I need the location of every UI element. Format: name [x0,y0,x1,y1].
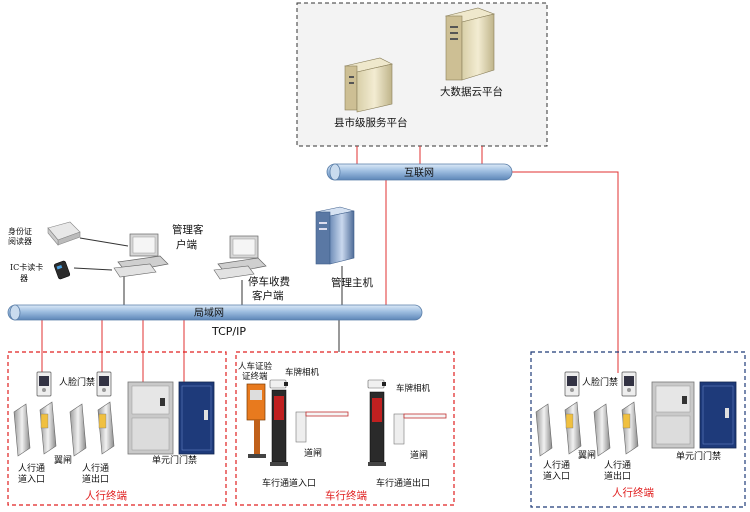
face-terminal-icon [96,371,112,397]
unit-door-steel-icon [127,381,174,455]
parking-client-computer-icon [213,235,267,280]
face-terminal-icon [621,371,637,397]
face-terminal-icon [36,371,52,397]
barrier-gate-icon [295,411,349,443]
wing-gate-icon [69,401,115,457]
wing-gate-icon [13,401,57,457]
plate-camera-icon [269,379,288,389]
internet-pipe: 互联网 [326,163,513,181]
protocol-label: TCP/IP [211,325,246,338]
barrier-label-2: 道闸 [410,449,428,461]
unit-door-blue-icon [178,381,215,455]
plate-pillar-icon [368,391,386,466]
right-entrance-label-2: 道入口 [543,470,570,482]
cloud-platform-box: 县市级服务平台 大数据云平台 [296,2,548,147]
lan-label: 局域网 [194,306,224,319]
right-entrance-label-1: 人行通 [543,459,570,471]
unit-door-label: 单元门门禁 [152,454,197,466]
host-label: 管理主机 [331,276,373,289]
internet-label: 互联网 [404,167,434,179]
entrance-label-1: 人行通 [18,462,45,474]
right-pedestrian-zone: 人脸门禁 翼闸 人行通 道入口 人行通 道出口 单元门门禁 人行终端 [530,351,746,508]
county-server-icon [344,57,393,113]
face-access-label: 人脸门禁 [59,376,95,388]
bigdata-platform-label: 大数据云平台 [440,85,503,98]
right-face-access-label: 人脸门禁 [582,376,618,388]
right-exit-label-1: 人行通 [604,459,631,471]
right-wing-gate-label: 翼闸 [578,450,596,461]
face-terminal-icon [564,371,580,397]
plate-pillar-icon [270,389,288,466]
right-exit-label-2: 道出口 [604,470,631,482]
exit-label-2: 道出口 [82,473,109,485]
verify-terminal-label-1: 人车证验 [238,361,273,372]
vehicle-zone: 人车证验 证终端 车牌相机 道闸 车牌相机 [235,351,455,506]
plate-camera-icon [367,379,386,389]
lan-pipe: 局域网 [7,304,423,321]
wing-gate-label: 翼闸 [54,455,72,466]
left-zone-title: 人行终端 [85,489,127,502]
dark-connections [73,237,343,352]
management-client-computer-icon [113,233,169,278]
id-reader-label-1: 身份证 [8,226,32,236]
management-host-server-icon [315,206,355,265]
unit-door-steel-icon [651,381,695,449]
ic-reader-label-1: IC卡读卡 [10,262,43,272]
left-pedestrian-zone: 人脸门禁 翼闸 人行通 道入口 人行通 道出口 单元门门禁 人行终端 [7,351,227,506]
parking-label-2: 客户端 [252,289,284,302]
county-platform-label: 县市级服务平台 [334,116,408,129]
right-zone-title: 人行终端 [612,486,654,499]
entrance-label-2: 道入口 [18,473,45,485]
client-label-2: 户端 [176,238,197,251]
id-reader-label-2: 阅读器 [8,236,32,246]
unit-door-blue-icon [699,381,737,449]
ic-reader-label-2: 器 [20,274,28,283]
plate-camera-label-2: 车牌相机 [396,383,431,394]
plate-camera-label-1: 车牌相机 [285,367,320,378]
wing-gate-icon [535,401,582,457]
verify-terminal-label-2: 证终端 [242,371,268,382]
wing-gate-icon [593,401,639,457]
parking-label-1: 停车收费 [248,275,290,288]
id-card-reader-icon [47,221,81,246]
verify-terminal-icon [246,383,266,458]
barrier-label-1: 道闸 [304,447,322,459]
bigdata-server-icon [444,7,496,81]
barrier-gate-icon [393,413,447,445]
client-label-1: 管理客 [172,223,204,236]
right-unit-door-label: 单元门门禁 [676,450,721,462]
vehicle-entrance-label: 车行通道入口 [262,477,316,489]
exit-label-1: 人行通 [82,462,109,474]
vehicle-exit-label: 车行通道出口 [376,477,430,489]
ic-card-reader-icon [53,260,71,280]
red-connections [41,146,619,382]
vehicle-zone-title: 车行终端 [325,489,367,502]
